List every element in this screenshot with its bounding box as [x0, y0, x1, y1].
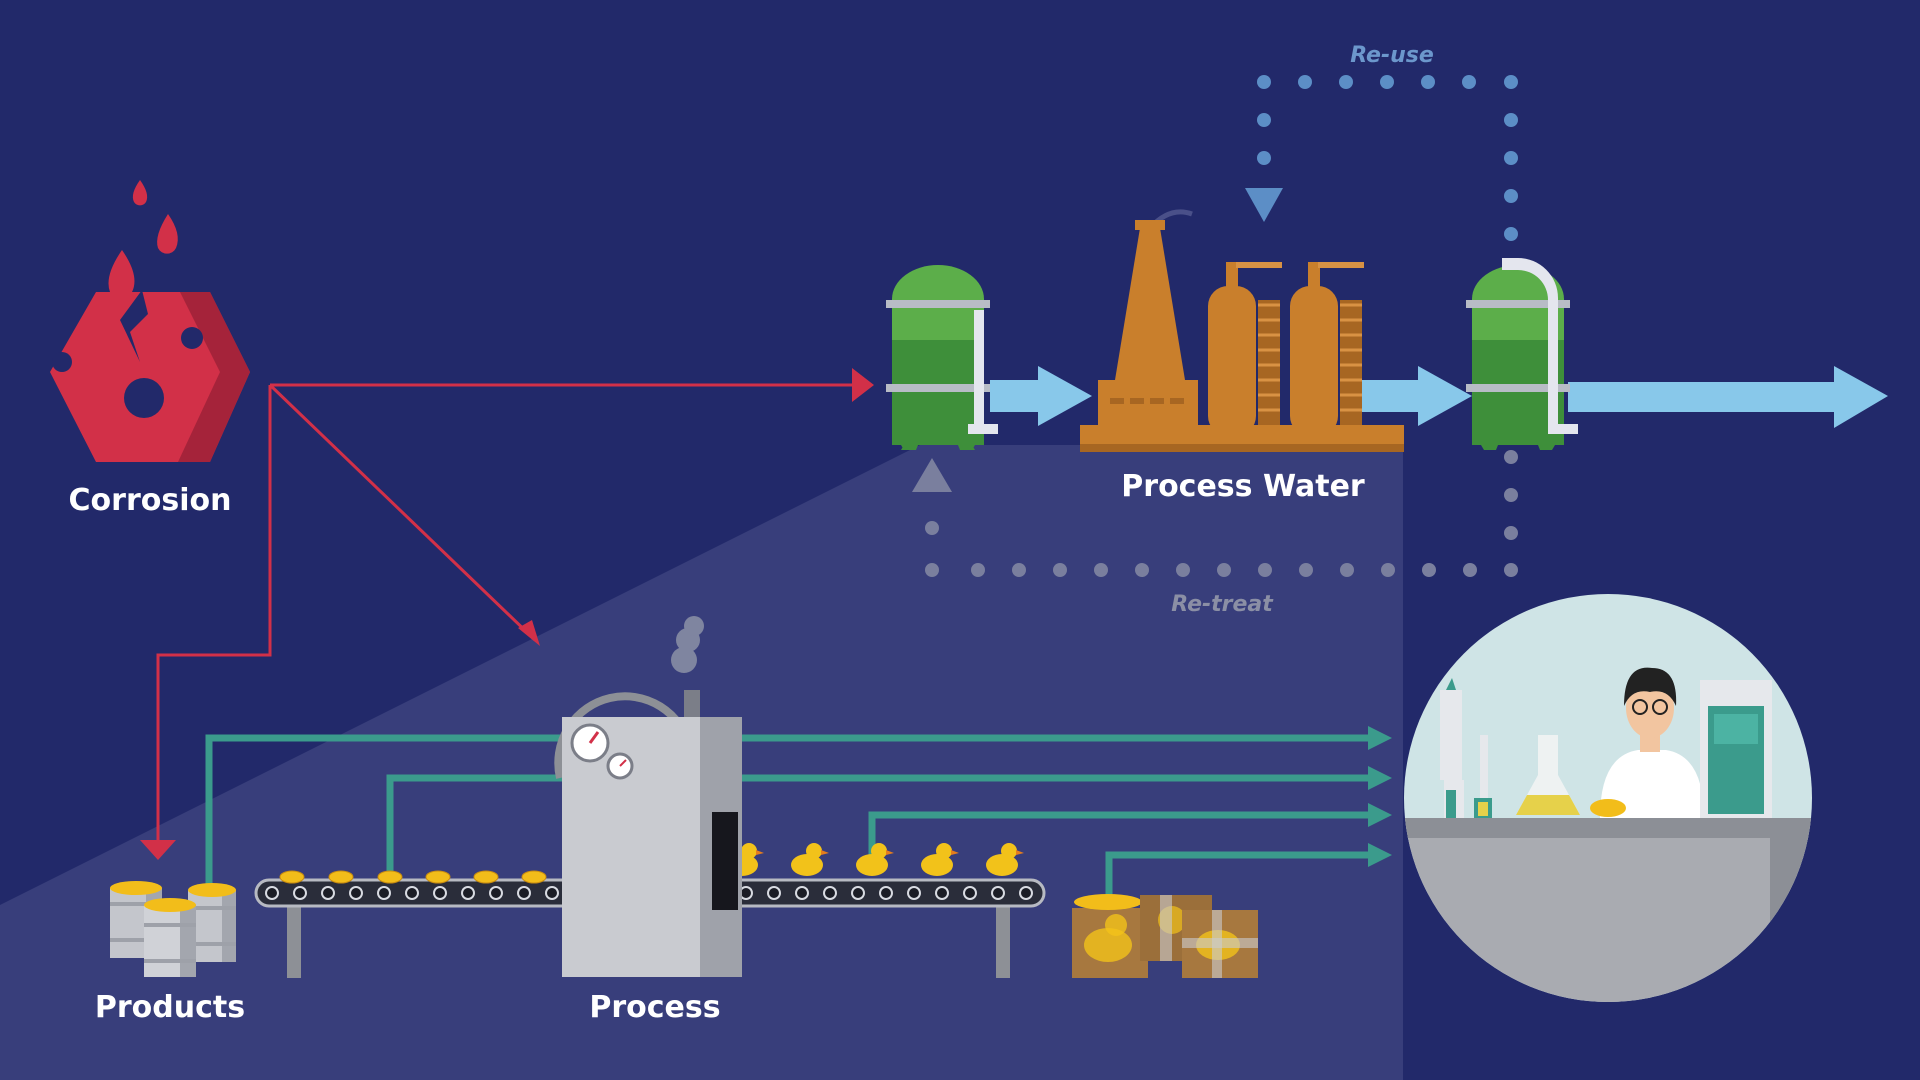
corrosion-icon [50, 180, 250, 462]
sampling-lines [205, 734, 1376, 905]
sampling-arrowhead-1 [1368, 726, 1392, 750]
sampling-arrowhead-3 [1368, 803, 1392, 827]
corrosion-label: Corrosion [69, 483, 232, 518]
water-flow-arrows [990, 366, 1888, 428]
duck-crates [1072, 894, 1258, 978]
process-label: Process [589, 990, 720, 1025]
reuse-label: Re-use [1350, 43, 1434, 68]
corrosion-arrowhead-process [518, 620, 540, 646]
water-tank-icon [886, 265, 998, 450]
reuse-arrowhead [1245, 188, 1283, 222]
water-arrow-out [1834, 366, 1888, 428]
corrosion-arrowhead-products [140, 840, 176, 860]
water-tank-icon [1466, 258, 1578, 450]
reuse-loop [1245, 75, 1518, 241]
titrator-icon [1440, 678, 1492, 818]
cabinet-icon [1700, 680, 1772, 818]
factory-icon [1080, 209, 1404, 452]
process-machine [554, 616, 742, 977]
water-arrow-1 [1038, 366, 1092, 426]
sampling-arrowhead-2 [1368, 766, 1392, 790]
water-arrow-2 [1418, 366, 1472, 426]
retreat-label: Re-treat [1171, 592, 1274, 617]
retreat-loop [912, 450, 1518, 577]
corrosion-arrowhead-tank [852, 368, 874, 402]
process-water-label: Process Water [1121, 469, 1365, 504]
sampling-arrowhead-4 [1368, 843, 1392, 867]
products-label: Products [95, 990, 245, 1025]
corrosion-arrows [156, 383, 858, 840]
product-barrels [110, 881, 236, 977]
retreat-arrowhead [912, 458, 952, 492]
scientist-icon [1590, 667, 1704, 818]
flask-icon [1516, 735, 1580, 815]
